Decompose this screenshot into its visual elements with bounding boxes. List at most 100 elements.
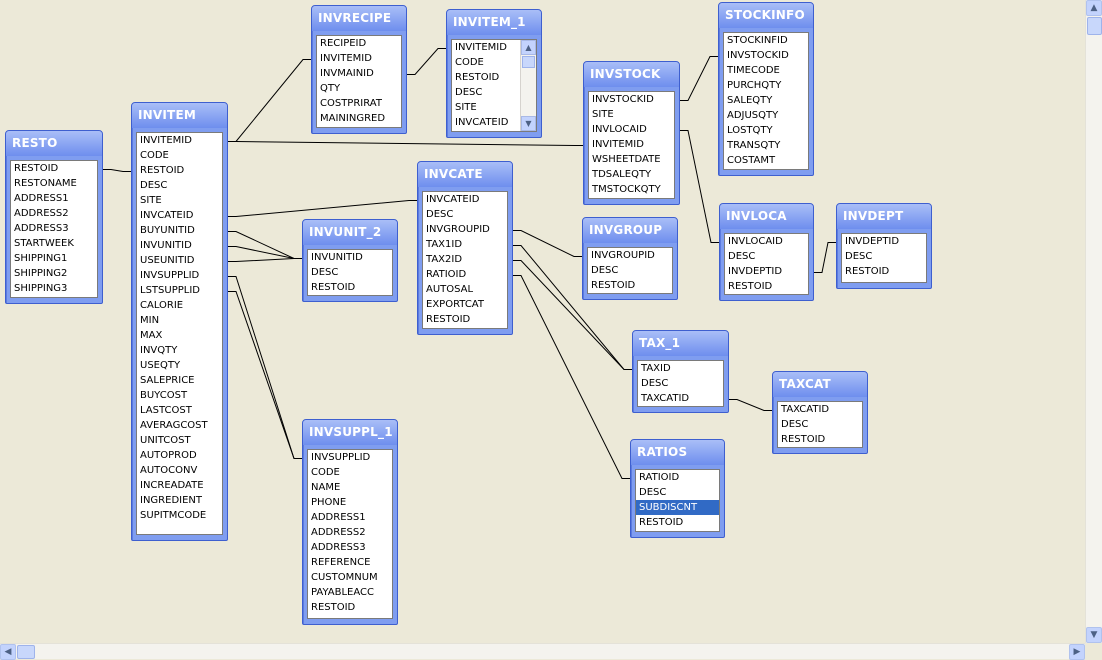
horizontal-scrollbar[interactable]: ◀ ▶ [0,643,1085,660]
field-customnum[interactable]: CUSTOMNUM [311,572,378,583]
field-saleprice[interactable]: SALEPRICE [140,375,195,386]
field-desc[interactable]: DESC [641,378,669,389]
field-restoid[interactable]: RESTOID [728,281,773,292]
field-recipeid[interactable]: RECIPEID [320,38,367,49]
table-title[interactable]: INVITEM_1 [447,10,541,35]
field-invunitid[interactable]: INVUNITID [311,252,363,263]
relationship-line[interactable] [407,48,446,75]
field-costprirat[interactable]: COSTPRIRAT [320,98,382,109]
field-taxcatid[interactable]: TAXCATID [781,404,830,415]
field-payableacc[interactable]: PAYABLEACC [311,587,375,598]
table-title[interactable]: INVSUPPL_1 [303,420,397,445]
field-address1[interactable]: ADDRESS1 [311,512,366,523]
field-invitemid[interactable]: INVITEMID [320,53,372,64]
field-restoid[interactable]: RESTOID [311,602,356,613]
table-title[interactable]: INVDEPT [837,204,931,229]
field-taxid[interactable]: TAXID [641,363,671,374]
table-title[interactable]: RATIOS [631,440,724,465]
field-restoid[interactable]: RESTOID [845,266,890,277]
field-invcateid[interactable]: INVCATEID [140,210,194,221]
field-lostqty[interactable]: LOSTQTY [727,125,773,136]
table-title[interactable]: INVRECIPE [312,6,406,31]
field-shipping3[interactable]: SHIPPING3 [14,283,68,294]
field-tdsaleqty[interactable]: TDSALEQTY [592,169,652,180]
horizontal-scroll-thumb[interactable] [17,645,35,659]
field-stockinfid[interactable]: STOCKINFID [727,35,788,46]
arrow-right-icon[interactable]: ▶ [1069,644,1085,660]
field-desc[interactable]: DESC [455,87,483,98]
field-ratioid[interactable]: RATIOID [426,269,467,280]
field-ingredient[interactable]: INGREDIENT [140,495,203,506]
field-shipping1[interactable]: SHIPPING1 [14,253,68,264]
field-lstsupplid[interactable]: LSTSUPPLID [140,285,200,296]
field-invstockid[interactable]: INVSTOCKID [592,94,654,105]
arrow-down-icon[interactable]: ▼ [521,116,536,131]
field-lastcost[interactable]: LASTCOST [140,405,192,416]
relationship-line[interactable] [680,130,719,243]
table-title[interactable]: STOCKINFO [719,3,813,28]
field-invdeptid[interactable]: INVDEPTID [728,266,783,277]
field-min[interactable]: MIN [140,315,160,326]
field-reference[interactable]: REFERENCE [311,557,371,568]
relationship-line[interactable] [680,56,718,101]
field-autoconv[interactable]: AUTOCONV [140,465,198,476]
field-restoid[interactable]: RESTOID [14,163,59,174]
field-desc[interactable]: DESC [311,267,339,278]
field-startweek[interactable]: STARTWEEK [14,238,74,249]
field-desc[interactable]: DESC [140,180,168,191]
field-invdeptid[interactable]: INVDEPTID [845,236,900,247]
field-address3[interactable]: ADDRESS3 [14,223,69,234]
field-invcateid[interactable]: INVCATEID [426,194,480,205]
field-site[interactable]: SITE [592,109,614,120]
relationship-line[interactable] [228,246,302,259]
field-buycost[interactable]: BUYCOST [140,390,188,401]
field-invcateid[interactable]: INVCATEID [455,117,509,128]
field-desc[interactable]: DESC [639,487,667,498]
field-increadate[interactable]: INCREADATE [140,480,204,491]
field-adjusqty[interactable]: ADJUSQTY [727,110,779,121]
field-shipping2[interactable]: SHIPPING2 [14,268,68,279]
relationship-line[interactable] [228,258,302,262]
field-name[interactable]: NAME [311,482,341,493]
field-address2[interactable]: ADDRESS2 [311,527,366,538]
field-desc[interactable]: DESC [591,265,619,276]
field-mainingred[interactable]: MAININGRED [320,113,386,124]
field-code[interactable]: CODE [455,57,484,68]
field-saleqty[interactable]: SALEQTY [727,95,773,106]
table-invgroup[interactable]: INVGROUP INVGROUPID DESC RESTOID [582,217,678,300]
field-invunitid[interactable]: INVUNITID [140,240,192,251]
field-invsupplid[interactable]: INVSUPPLID [311,452,371,463]
table-title[interactable]: INVLOCA [720,204,813,229]
field-unitcost[interactable]: UNITCOST [140,435,191,446]
vertical-scrollbar[interactable]: ▲ ▼ [1085,0,1102,643]
arrow-up-icon[interactable]: ▲ [521,40,536,55]
table-title[interactable]: INVGROUP [583,218,677,243]
field-code[interactable]: CODE [140,150,169,161]
field-invlocaid[interactable]: INVLOCAID [728,236,783,247]
field-invgroupid[interactable]: INVGROUPID [591,250,655,261]
field-restoid[interactable]: RESTOID [140,165,185,176]
field-tax2id[interactable]: TAX2ID [426,254,463,265]
field-desc[interactable]: DESC [426,209,454,220]
relationship-line[interactable] [513,230,582,257]
field-invitemid[interactable]: INVITEMID [455,42,507,53]
vertical-scroll-thumb[interactable] [1087,17,1102,35]
field-restoid[interactable]: RESTOID [591,280,636,291]
field-site[interactable]: SITE [455,102,477,113]
table-title[interactable]: INVCATE [418,162,512,187]
field-list[interactable]: INVGROUPID DESC RESTOID [587,247,673,294]
field-buyunitid[interactable]: BUYUNITID [140,225,195,236]
arrow-left-icon[interactable]: ◀ [0,644,16,660]
